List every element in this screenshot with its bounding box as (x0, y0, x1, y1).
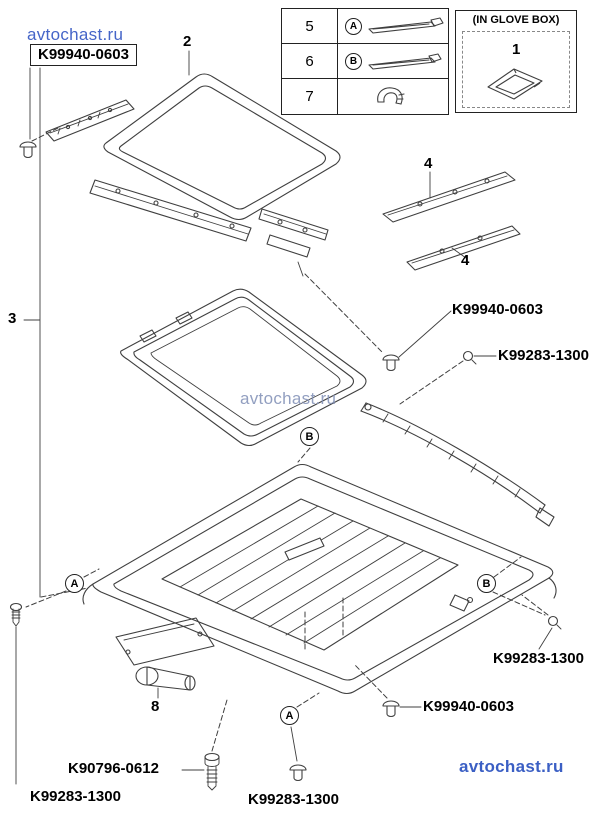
legend-num-5: 5 (282, 9, 338, 43)
label-clip-lower-right: K99283-1300 (493, 650, 584, 667)
nut-bottom (382, 700, 400, 718)
glove-box-title: (IN GLOVE BOX) (472, 14, 560, 26)
slide-rail-icon (368, 53, 442, 70)
marker-a-legend: A (345, 17, 362, 35)
callout-frame-3: 3 (8, 310, 17, 327)
sunshade-panel (161, 498, 459, 651)
label-grommet-mid: K99940-0603 (452, 301, 543, 318)
slide-rail-icon (368, 17, 444, 34)
watermark-top-left: avtochast.ru (27, 25, 124, 44)
screw-bottom-left (9, 602, 23, 627)
marker-b-legend: B (345, 52, 362, 70)
label-bolt: K90796-0612 (68, 760, 159, 777)
legend-row-6: 6 B (282, 44, 448, 79)
watermark-center: avtochast.ru (240, 389, 337, 408)
manual-booklet-icon (487, 68, 543, 100)
glass-seal-frame (120, 288, 367, 447)
glove-box-dashed-area (462, 31, 570, 108)
sunroof-glass (103, 73, 341, 221)
label-nut-bottom: K99940-0603 (423, 698, 514, 715)
clip-lower-right (547, 615, 562, 630)
glove-box-panel: (IN GLOVE BOX) 1 (455, 10, 577, 113)
callout-rail-upper-4: 4 (424, 155, 433, 172)
label-screw-bottom-left: K99283-1300 (30, 788, 121, 805)
callout-glass-2: 2 (183, 33, 192, 50)
marker-b-mid: B (300, 427, 319, 446)
drive-bracket-set (258, 208, 329, 277)
front-hinge-rail (45, 99, 135, 142)
marker-a-left: A (65, 574, 84, 593)
wind-deflector (89, 179, 252, 242)
legend-row-5: 5 A (282, 9, 448, 44)
label-clip-right: K99283-1300 (498, 347, 589, 364)
marker-b-right: B (477, 574, 496, 593)
legend-num-7: 7 (282, 79, 338, 114)
dashed-lines (25, 126, 549, 752)
watermark-bottom-right: avtochast.ru (459, 757, 564, 776)
clip-right (462, 350, 477, 365)
callout-motor-8: 8 (151, 698, 160, 715)
sunroof-motor (115, 617, 215, 691)
drain-hose-icon (377, 86, 405, 105)
leader-lines (15, 50, 553, 785)
marker-a-bottom: A (280, 706, 299, 725)
label-nut-top-left: K99940-0603 (30, 44, 137, 66)
legend-num-6: 6 (282, 44, 338, 78)
bolt-k90796 (204, 752, 220, 791)
glove-box-item-number: 1 (512, 41, 521, 58)
grommet-bottom-center (289, 764, 307, 782)
nut-top-left (19, 141, 37, 159)
legend-row-7: 7 (282, 79, 448, 114)
legend-table: 5 A 6 B 7 (281, 8, 449, 115)
rear-guide-rail (360, 402, 555, 527)
reinforcement-strip-lower (406, 225, 521, 271)
main-sunroof-frame (82, 463, 557, 695)
label-grommet-bottom-center: K99283-1300 (248, 791, 339, 808)
reinforcement-strip-upper (382, 171, 516, 223)
grommet-mid (382, 354, 400, 372)
callout-rail-lower-4: 4 (461, 252, 470, 269)
